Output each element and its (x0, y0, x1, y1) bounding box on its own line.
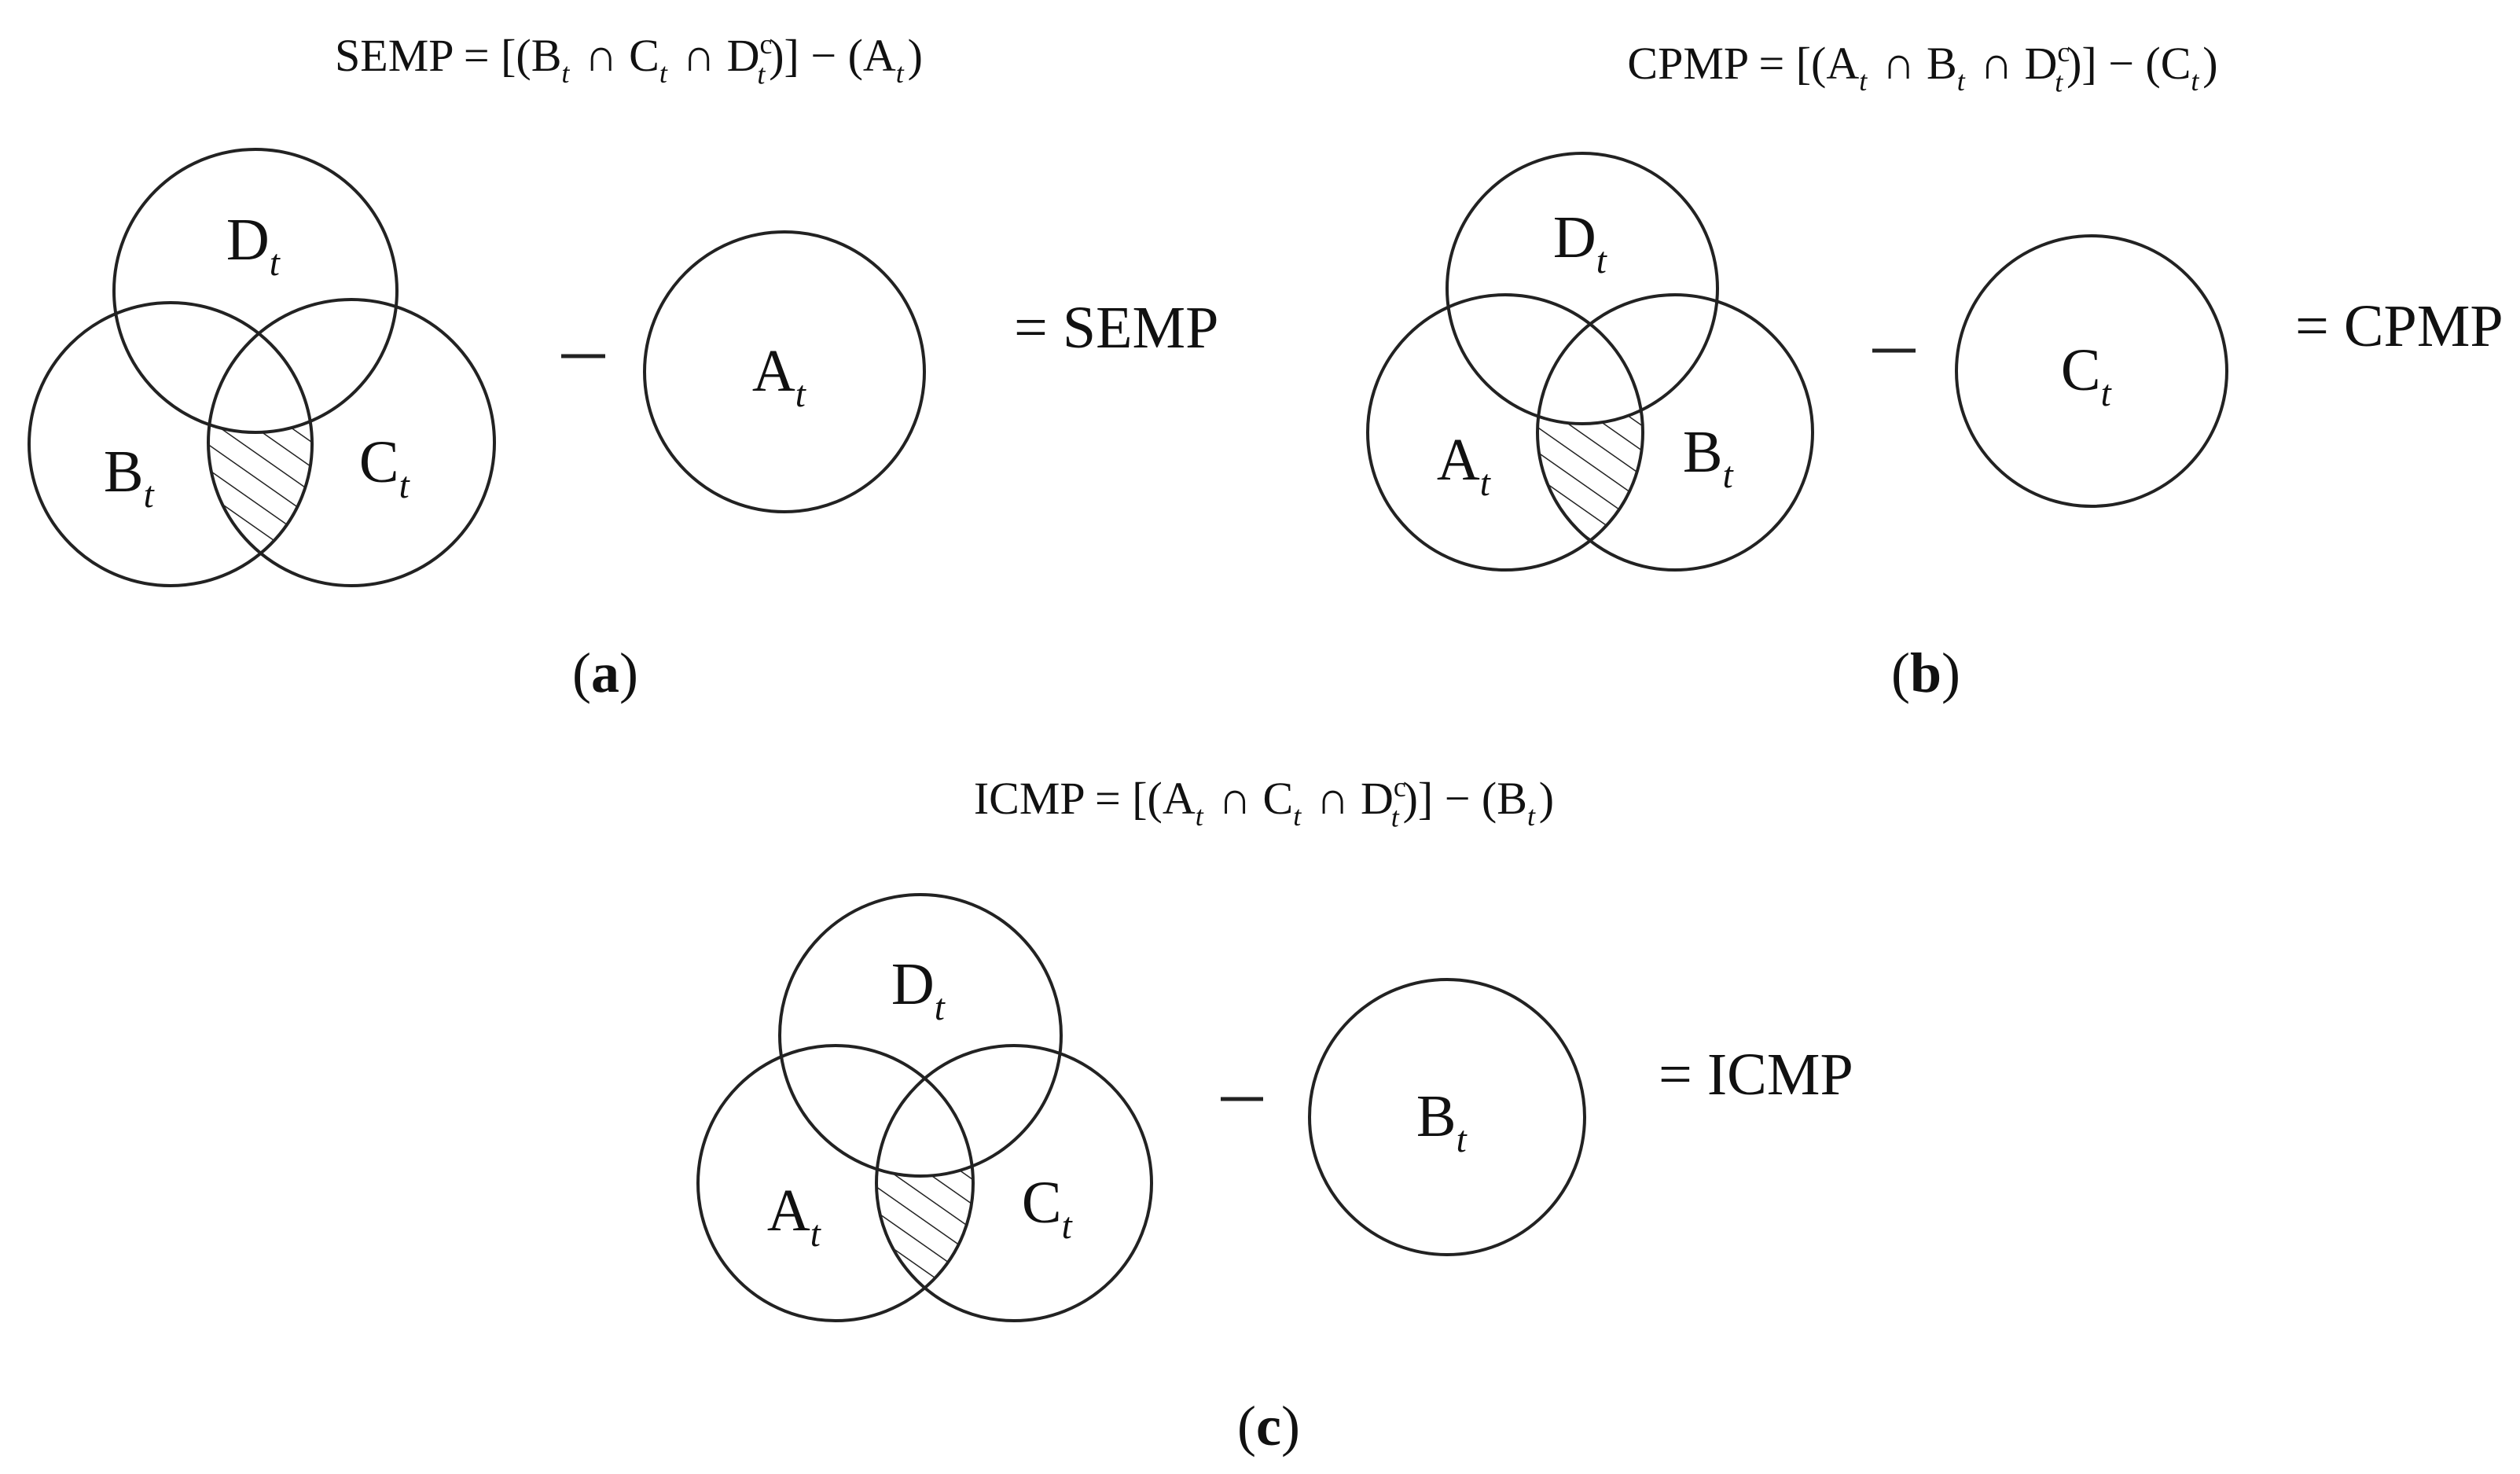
venn-circle-right-a (207, 298, 496, 587)
venn-circle-top-b (1446, 152, 1719, 425)
venn-label-left-b: At (1437, 427, 1495, 504)
venn-circle-left-b (1366, 293, 1644, 572)
venn-label-top-a: Dt (226, 207, 285, 284)
hatched-region-b (1537, 295, 1643, 570)
single-label-c: Bt (1416, 1083, 1471, 1160)
venn-circle-top-a (112, 148, 399, 434)
result-b: = CPMP (2295, 293, 2503, 359)
venn-label-right-b: Bt (1683, 419, 1738, 496)
single-label-b: Ct (2061, 337, 2116, 414)
venn-circle-left-a (28, 301, 314, 587)
single-label-a: At (752, 338, 810, 415)
venn-circle-right-c (875, 1044, 1153, 1322)
caption-a: (a) (572, 641, 638, 704)
venn-label-top-b: Dt (1553, 204, 1611, 281)
result-c: = ICMP (1659, 1042, 1853, 1108)
venn-circle-right-b (1536, 293, 1814, 572)
result-a: = SEMP (1014, 295, 1218, 361)
hatched-region-c (876, 1046, 973, 1321)
caption-c: (c) (1237, 1395, 1300, 1457)
venn-label-top-c: Dt (891, 951, 950, 1028)
venn-label-left-a: Bt (104, 439, 159, 516)
venn-label-right-a: Ct (359, 429, 414, 506)
hatched-region-a (208, 303, 312, 586)
single-circle-b (1955, 234, 2228, 508)
venn-circle-top-c (778, 893, 1063, 1178)
caption-b: (b) (1891, 641, 1960, 704)
venn-label-right-c: Ct (1022, 1170, 1077, 1247)
single-circle-c (1308, 978, 1586, 1256)
single-circle-a (643, 230, 926, 513)
venn-label-left-c: At (767, 1178, 825, 1255)
venn-circle-left-c (696, 1044, 975, 1322)
